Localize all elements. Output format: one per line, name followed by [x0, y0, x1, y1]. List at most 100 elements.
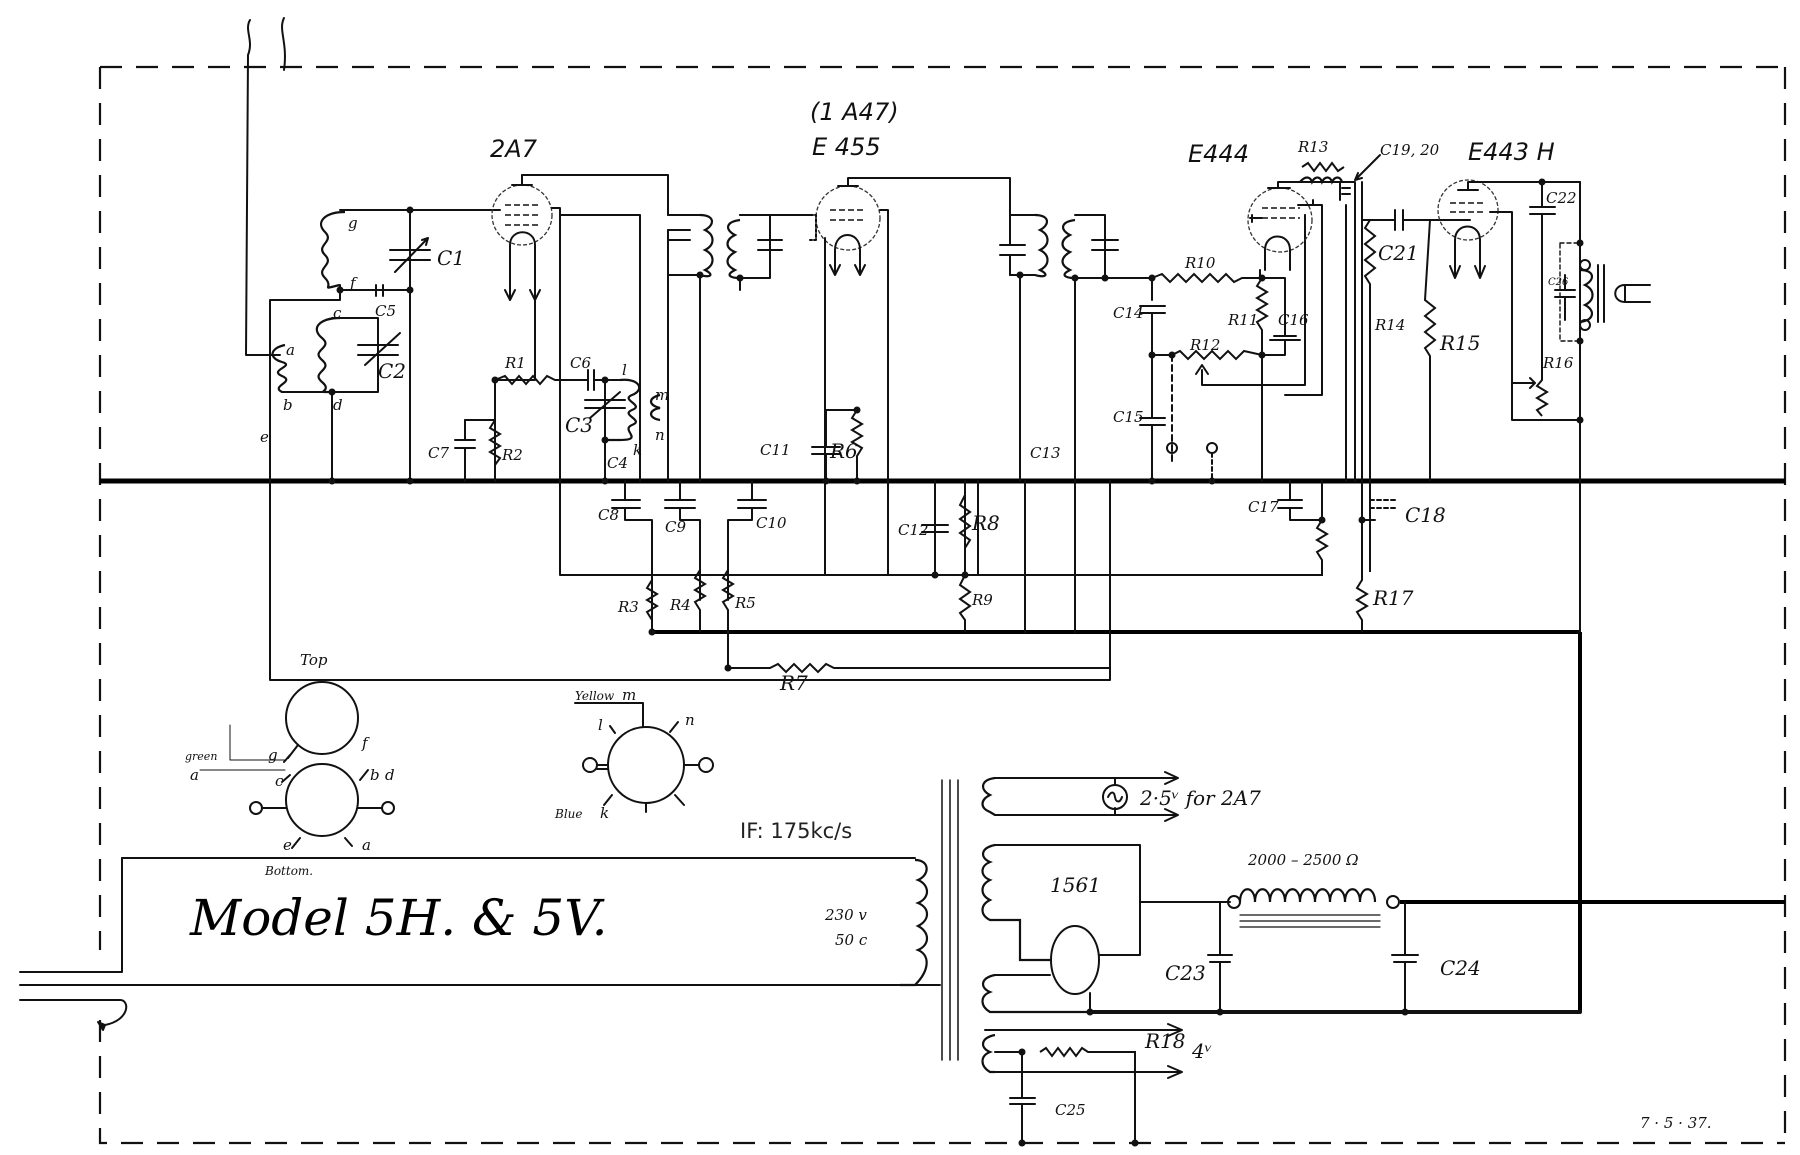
if-frequency-note: IF: 175kc/s	[740, 819, 852, 843]
tap-k: k	[633, 441, 642, 459]
tube-label-2a7: 2A7	[490, 135, 538, 163]
label-c2: C2	[378, 359, 406, 383]
decoupling-network	[611, 480, 1396, 680]
tap-c: c	[333, 304, 342, 322]
label-r7: R7	[779, 671, 808, 695]
label-c24: C24	[1440, 956, 1481, 980]
labels: 2A7 (1 A47) E 455 E444 E443 H 1561 C1 C2…	[185, 98, 1712, 1132]
label-c26: C26	[1548, 277, 1569, 288]
pin-tap-k: k	[600, 804, 609, 822]
label-c19-20: C19, 20	[1380, 141, 1440, 159]
label-c12: C12	[898, 521, 929, 539]
label-c13: C13	[1030, 444, 1061, 462]
label-c9: C9	[665, 518, 686, 536]
tube-label-e444: E444	[1188, 140, 1249, 168]
pin-tap-f: f	[361, 734, 370, 752]
drawing-date: 7 · 5 · 37.	[1640, 1114, 1712, 1132]
tap-e: e	[260, 428, 269, 446]
label-r15: R15	[1439, 331, 1481, 355]
label-c23: C23	[1165, 961, 1206, 985]
label-c7: C7	[428, 444, 449, 462]
label-r2: R2	[501, 446, 523, 464]
label-r6: R6	[829, 439, 858, 463]
cathode-network-v2	[811, 406, 864, 485]
label-c14: C14	[1113, 304, 1144, 322]
pin-tap-c: c	[275, 772, 284, 790]
power-transformer	[941, 771, 1582, 1147]
tube-e444	[1247, 154, 1381, 482]
label-r4: R4	[669, 596, 691, 614]
if-transformer-2	[999, 213, 1119, 633]
pin-label-green: green	[185, 750, 217, 763]
label-r1: R1	[504, 354, 526, 372]
pin-label-yellow: Yellow	[575, 689, 615, 703]
pin-label-top: Top	[300, 651, 328, 669]
aerial-coil-section	[269, 206, 1111, 681]
label-c15: C15	[1113, 408, 1144, 426]
tube-2a7	[491, 174, 979, 576]
pin-tap-b: b	[370, 766, 380, 784]
label-c6: C6	[570, 354, 591, 372]
label-c17: C17	[1248, 498, 1279, 516]
tap-m: m	[655, 386, 669, 404]
label-r8: R8	[971, 511, 1000, 535]
antenna-leads	[245, 17, 286, 356]
label-r17: R17	[1372, 586, 1414, 610]
tube-label-1a47: (1 A47)	[810, 98, 899, 126]
heater-voltage-label: 2·5ᵛ for 2A7	[1139, 786, 1261, 810]
tap-a: a	[286, 341, 295, 359]
tap-f: f	[349, 274, 358, 292]
label-r14: R14	[1374, 316, 1405, 334]
label-c21: C21	[1378, 241, 1419, 265]
label-r3: R3	[617, 598, 639, 616]
label-c22: C22	[1546, 189, 1577, 207]
pin-tap-d: d	[385, 766, 395, 784]
tube-label-e443h: E443 H	[1468, 138, 1555, 166]
label-r13: R13	[1297, 138, 1328, 156]
tube-label-1561: 1561	[1050, 873, 1101, 897]
label-r18: R18	[1144, 1029, 1186, 1053]
tube-label-e455: E 455	[812, 133, 881, 161]
tap-l: l	[622, 361, 627, 379]
tap-d: d	[333, 396, 343, 414]
label-c11: C11	[760, 441, 791, 459]
tap-n: n	[655, 426, 665, 444]
pin-tap-l: l	[598, 716, 603, 734]
mains-frequency: 50 c	[835, 931, 868, 949]
label-c8: C8	[598, 506, 619, 524]
pin-label-bottom: Bottom.	[264, 864, 313, 878]
label-c1: C1	[437, 246, 465, 270]
chassis-outline	[98, 65, 1787, 1145]
label-c25: C25	[1055, 1101, 1086, 1119]
tube-e455	[809, 177, 1011, 576]
label-r16: R16	[1542, 354, 1574, 372]
oscillator-section	[454, 229, 669, 485]
label-c3: C3	[565, 413, 593, 437]
tap-b: b	[283, 396, 293, 414]
tube-e443h	[1361, 178, 1651, 633]
pin-tap-m: m	[622, 686, 636, 704]
tap-g: g	[348, 214, 358, 232]
if-transformer-1	[667, 213, 811, 482]
pin-tap-g: g	[268, 746, 278, 764]
pin-label-blue: Blue	[554, 807, 583, 821]
choke-resistance-label: 2000 – 2500 Ω	[1247, 851, 1359, 869]
label-r10: R10	[1184, 254, 1216, 272]
detector-network	[1104, 214, 1306, 485]
heater2-voltage-label: 4ᵛ	[1191, 1039, 1212, 1063]
label-c16: C16	[1278, 311, 1309, 329]
label-c10: C10	[756, 514, 787, 532]
label-c18: C18	[1405, 503, 1446, 527]
label-c4: C4	[607, 454, 628, 472]
coil-pin-diagrams	[199, 681, 714, 849]
label-r9: R9	[971, 591, 993, 609]
mains-cord	[19, 857, 941, 1031]
pin-tap-e: e	[283, 836, 292, 854]
pin-tap-a1: a	[190, 766, 199, 784]
mains-voltage: 230 v	[824, 906, 867, 924]
label-r11: R11	[1227, 311, 1258, 329]
pin-tap-a2: a	[362, 836, 371, 854]
label-r5: R5	[734, 594, 756, 612]
label-r12: R12	[1189, 336, 1220, 354]
